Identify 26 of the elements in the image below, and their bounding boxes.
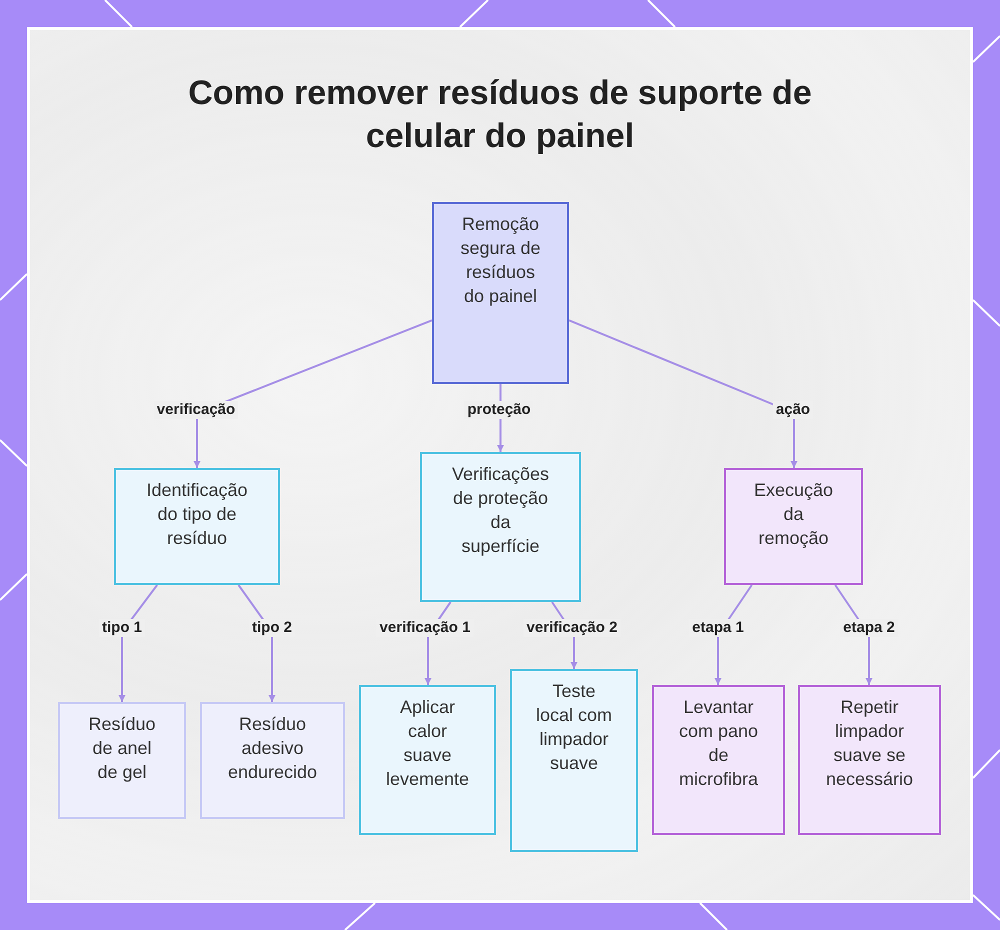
node-text: Repetir limpador suave se necessário	[824, 696, 914, 791]
topic-box	[58, 702, 186, 819]
node-text: Aplicar calor suave levemente	[385, 696, 470, 791]
connector-arrow	[194, 319, 432, 468]
node-text: Resíduo adesivo endurecido	[226, 713, 318, 784]
topic-box	[114, 468, 280, 585]
edge-label: verificação 1	[376, 619, 474, 637]
node-text: Levantar com pano de microfibra	[678, 696, 760, 791]
topic-box	[798, 685, 941, 835]
title: Como remover resíduos de suporte de celular do painel	[187, 73, 813, 157]
node-text: Teste local com limpador suave	[534, 680, 614, 775]
topic-box	[510, 669, 638, 852]
node-text: Identificação do tipo de resíduo	[145, 479, 249, 550]
edge-label: tipo 1	[99, 619, 145, 637]
node-text: Execução da remoção	[752, 479, 834, 550]
topic-box	[200, 702, 345, 819]
topic-box	[359, 685, 496, 835]
node-text: Resíduo de anel de gel	[87, 713, 157, 784]
node-text: Remoção segura de resíduos do painel	[460, 213, 541, 308]
edge-label: verificação	[154, 401, 238, 419]
connector-arrow	[568, 319, 798, 468]
topic-box	[652, 685, 785, 835]
topic-box	[432, 202, 569, 384]
node-text: Verificações de proteção da superfície	[451, 463, 550, 558]
topic-box	[420, 452, 581, 602]
topic-box	[724, 468, 863, 585]
